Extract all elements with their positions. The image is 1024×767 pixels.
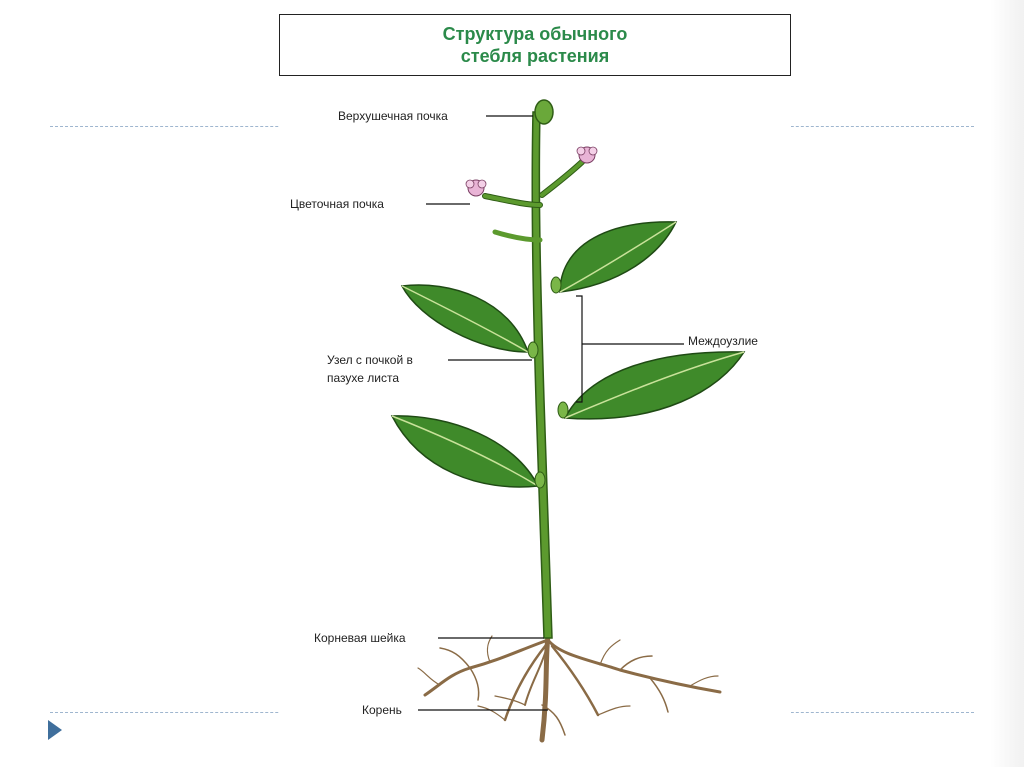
label-internode: Междоузлие bbox=[688, 334, 758, 348]
title-line-1: Структура обычного bbox=[442, 24, 628, 44]
label-node-line2: пазухе листа bbox=[327, 371, 399, 385]
leaf-upper-right bbox=[559, 221, 678, 293]
diagram-title-box: Структура обычного стебля растения bbox=[279, 14, 791, 76]
label-root-collar: Корневая шейка bbox=[314, 631, 406, 645]
label-root: Корень bbox=[362, 703, 402, 717]
flower-bud-left bbox=[465, 179, 487, 197]
label-apical-bud: Верхушечная почка bbox=[338, 109, 448, 123]
title-line-2: стебля растения bbox=[460, 46, 610, 66]
leaf-lower-left bbox=[390, 415, 540, 488]
flower-bud-right bbox=[576, 146, 598, 164]
slide-edge-shadow bbox=[990, 0, 1024, 767]
bracket-internode bbox=[576, 295, 583, 403]
play-triangle-icon[interactable] bbox=[48, 720, 62, 740]
leaf-middle-right bbox=[563, 351, 746, 420]
label-flower-bud: Цветочная почка bbox=[290, 197, 384, 211]
apical-bud bbox=[534, 99, 554, 125]
label-node-line1: Узел с почкой в bbox=[327, 353, 413, 367]
leaf-upper-left bbox=[400, 284, 530, 353]
